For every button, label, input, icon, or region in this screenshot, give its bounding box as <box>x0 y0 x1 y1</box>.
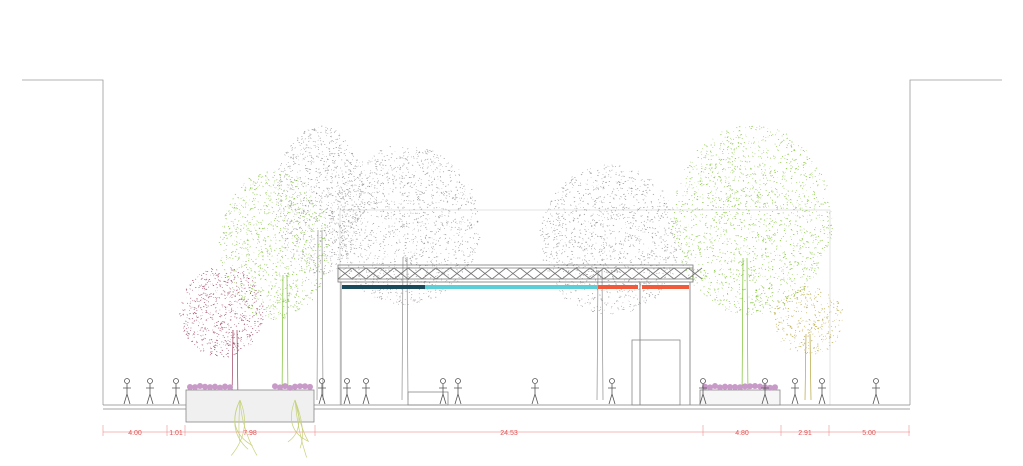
flower <box>707 384 713 391</box>
flower <box>272 383 278 390</box>
flower <box>302 383 308 390</box>
flower <box>292 383 298 390</box>
flower <box>287 384 293 391</box>
tree <box>275 125 366 401</box>
planter-box <box>185 389 315 423</box>
flower <box>212 383 218 390</box>
person-figure <box>123 378 131 405</box>
dimension-label: 2.91 <box>798 430 812 437</box>
flower <box>747 383 753 390</box>
tree <box>672 125 833 401</box>
flower <box>217 384 223 391</box>
tree-roots <box>230 399 310 458</box>
band-orange <box>642 285 689 289</box>
band-dark <box>342 285 425 289</box>
flower <box>752 383 758 390</box>
person-figure <box>343 378 351 405</box>
flower <box>712 383 718 390</box>
people-figures <box>123 378 880 405</box>
band-cyan <box>425 285 598 289</box>
truss-frame <box>337 264 694 283</box>
flower <box>187 384 193 391</box>
truss-diagonals <box>337 267 703 280</box>
person-figure <box>172 378 180 405</box>
dimension-label: 7.98 <box>243 430 257 437</box>
flower <box>737 384 743 391</box>
root <box>234 399 249 450</box>
root <box>230 399 245 456</box>
flower <box>197 383 203 390</box>
tree <box>539 164 681 401</box>
flower <box>227 384 233 391</box>
flower <box>772 384 778 391</box>
flower <box>717 384 723 391</box>
trees <box>178 125 844 401</box>
flower <box>722 383 728 390</box>
flower <box>742 383 748 390</box>
flower <box>727 383 733 390</box>
flower <box>192 384 198 391</box>
right-building <box>909 79 1002 405</box>
root <box>291 399 310 442</box>
color-band <box>342 285 689 289</box>
person-figure <box>699 378 707 405</box>
root <box>239 399 258 456</box>
person-figure <box>318 378 326 405</box>
flower <box>282 383 288 390</box>
flower <box>222 383 228 390</box>
tree <box>178 267 265 401</box>
elevated-truss-bridge <box>337 264 703 405</box>
person-figure <box>531 378 539 405</box>
person-figure <box>439 378 447 405</box>
person-figure <box>872 378 880 405</box>
person-figure <box>608 378 616 405</box>
dimension-label: 5.00 <box>862 430 876 437</box>
pavilion <box>631 339 681 406</box>
flower <box>732 383 738 390</box>
left-building <box>22 79 104 405</box>
band-orange <box>598 285 638 289</box>
dimension-label: 4.80 <box>735 430 749 437</box>
dimension-label: 4.00 <box>128 430 142 437</box>
flower <box>277 384 283 391</box>
root <box>294 399 309 442</box>
person-figure <box>146 378 154 405</box>
ground <box>103 339 910 423</box>
person-figure <box>818 378 826 405</box>
dimension-label: 1.01 <box>169 430 183 437</box>
tree <box>218 170 331 401</box>
person-figure <box>791 378 799 405</box>
dimension-line <box>102 425 910 436</box>
person-figure <box>454 378 462 405</box>
bench <box>407 391 449 406</box>
person-figure <box>761 378 769 405</box>
dimension-label: 24.53 <box>500 430 518 437</box>
tree <box>773 285 844 401</box>
root <box>294 399 307 458</box>
flower-beds <box>187 383 778 391</box>
flower <box>767 384 773 391</box>
flower <box>297 383 303 390</box>
flower <box>307 383 313 390</box>
building-outlines <box>22 79 1002 406</box>
flower <box>207 384 213 391</box>
person-figure <box>362 378 370 405</box>
flower <box>202 383 208 390</box>
